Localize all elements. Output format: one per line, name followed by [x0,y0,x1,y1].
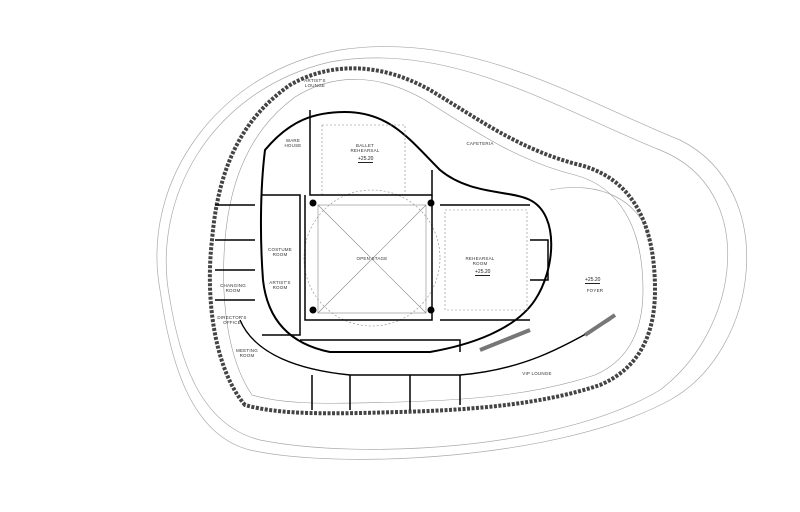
label-foyer: FOYER [586,288,604,293]
columns [309,199,435,314]
label-ballet-rehearsal: BALLET REHEARSAL [350,143,380,153]
inner-shell [223,79,644,404]
stage [303,124,528,327]
level-foyer: +25.20 [585,277,601,284]
label-rehearsal-room: REHEARSAL ROOM [465,256,495,266]
label-changing-room: CHANGING ROOM [220,283,246,293]
label-costume-room: COSTUME ROOM [268,247,292,257]
label-meeting-room: MEETING ROOM [236,348,258,358]
label-cafeteria: CAFETERIA [466,141,494,146]
room-walls [215,110,549,410]
level-ballet: +25.20 [358,156,374,163]
core-wall [259,110,553,353]
site-contours [156,46,748,460]
label-warehouse: WARE HOUSE [284,138,302,148]
label-open-stage: OPEN STAGE [356,256,388,261]
outer-shell [207,66,658,416]
label-vip-lounge: VIP LOUNGE [522,371,552,376]
level-rehearsal: +25.20 [475,269,491,276]
corridor-wall [239,319,611,376]
label-directors-office: DIRECTOR'S OFFICE [217,315,247,325]
stairs [479,313,617,352]
label-artists-room: ARTIST'S ROOM [269,280,291,290]
label-artists-lounge: ARTIST'S LOUNGE [304,78,326,88]
